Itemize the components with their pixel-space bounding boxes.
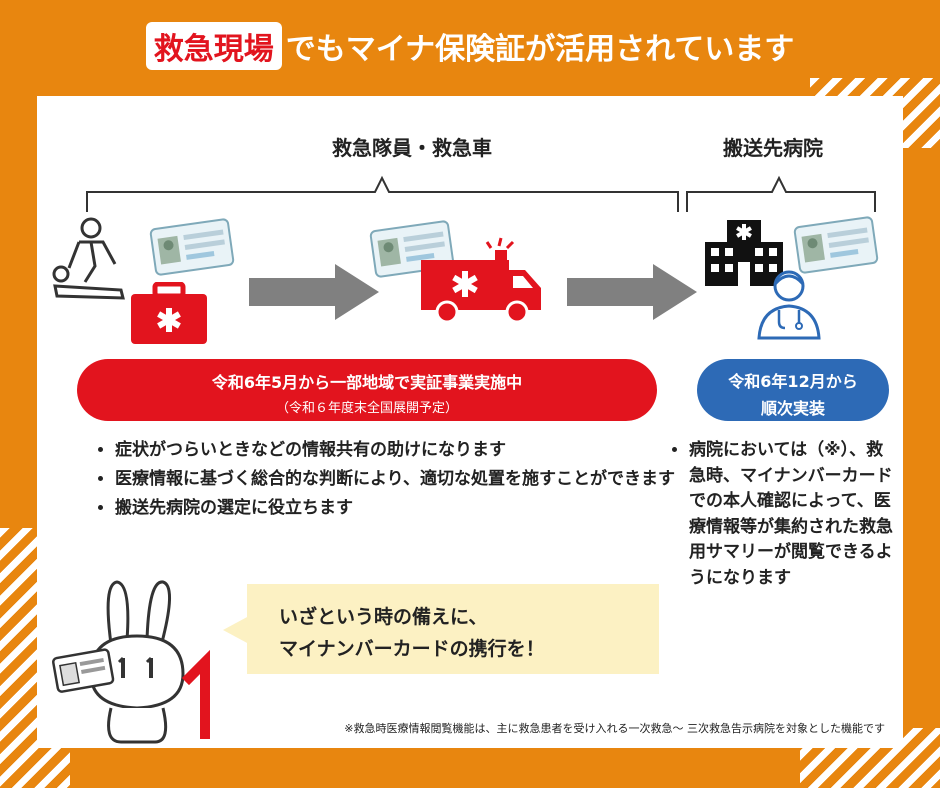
insurance-card-icon (793, 216, 879, 274)
ambulance-icon (421, 237, 541, 324)
list-item: 病院においては（※）、救急時、マイナンバーカードでの本人確認によって、医療情報等… (689, 438, 899, 591)
hospital-status-line1: 令和6年12月から (728, 372, 858, 391)
cpr-person-icon (52, 217, 125, 300)
list-item: 医療情報に基づく総合的な判断により、適切な処置を施すことができます (115, 467, 675, 492)
ems-status-line2: （令和６年度末全国展開予定） (275, 401, 458, 416)
arrow-right-icon (249, 264, 379, 320)
list-item: 症状がつらいときなどの情報共有の助けになります (115, 438, 675, 463)
stage-braces (86, 175, 876, 212)
ems-stage-label: 救急隊員・救急車 (332, 136, 492, 160)
ems-status-badge: 令和6年5月から一部地域で実証事業実施中 （令和６年度末全国展開予定） (77, 359, 657, 421)
arrow-right-icon (567, 264, 697, 320)
footnote: ※救急時医療情報閲覧機能は、主に救急患者を受け入れる一次救急～ 三次救急告示病院… (344, 722, 885, 735)
doctor-icon (757, 270, 821, 340)
mascot-speech-bubble: いざという時の備えに、 マイナンバーカードの携行を！ (247, 584, 659, 674)
speech-bubble-tail (223, 616, 249, 644)
title-text: でもマイナ保険証が活用されています (285, 32, 795, 67)
first-aid-kit-icon (131, 282, 207, 344)
title-highlight: 救急現場 (145, 22, 282, 70)
page-title: 救急現場でもマイナ保険証が活用されています (0, 22, 940, 70)
ems-benefit-list: 症状がつらいときなどの情報共有の助けになります 医療情報に基づく総合的な判断によ… (95, 438, 675, 525)
speech-line2: マイナンバーカードの携行を！ (279, 638, 545, 660)
insurance-card-icon (149, 218, 235, 276)
speech-line1: いざという時の備えに、 (279, 606, 488, 628)
hospital-building-icon (705, 220, 783, 286)
hospital-stage-label: 搬送先病院 (723, 136, 823, 160)
hospital-status-line2: 順次実装 (760, 399, 825, 418)
mascot-rabbit-icon (52, 580, 210, 744)
hospital-benefit-list: 病院においては（※）、救急時、マイナンバーカードでの本人確認によって、医療情報等… (669, 438, 899, 591)
hospital-status-badge: 令和6年12月から 順次実装 (697, 359, 889, 421)
ems-status-line1: 令和6年5月から一部地域で実証事業実施中 (211, 373, 523, 392)
content-panel: 救急隊員・救急車 搬送先病院 (37, 96, 903, 748)
list-item: 搬送先病院の選定に役立ちます (115, 496, 675, 521)
